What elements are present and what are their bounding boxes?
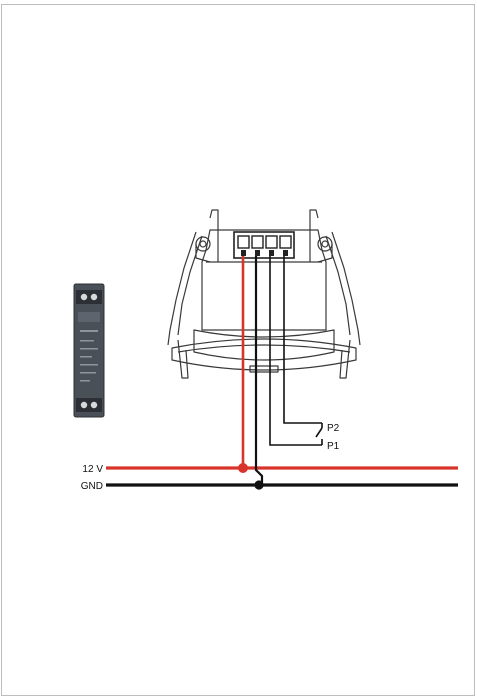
relay-contact-switch xyxy=(315,423,323,445)
junction-12v-dot xyxy=(238,463,248,473)
wire-gnd xyxy=(254,256,264,485)
power-supply xyxy=(73,283,105,418)
wire-p2 xyxy=(283,256,322,424)
presence-sensor xyxy=(167,209,361,379)
label-12v: 12 V xyxy=(82,464,103,475)
label-p2: P2 xyxy=(327,423,340,434)
wire-p1 xyxy=(269,256,322,446)
label-gnd: GND xyxy=(81,481,103,492)
terminal-block xyxy=(233,231,295,259)
label-p1: P1 xyxy=(327,441,340,452)
page-frame xyxy=(1,4,475,696)
junction-gnd-dot xyxy=(254,480,264,490)
